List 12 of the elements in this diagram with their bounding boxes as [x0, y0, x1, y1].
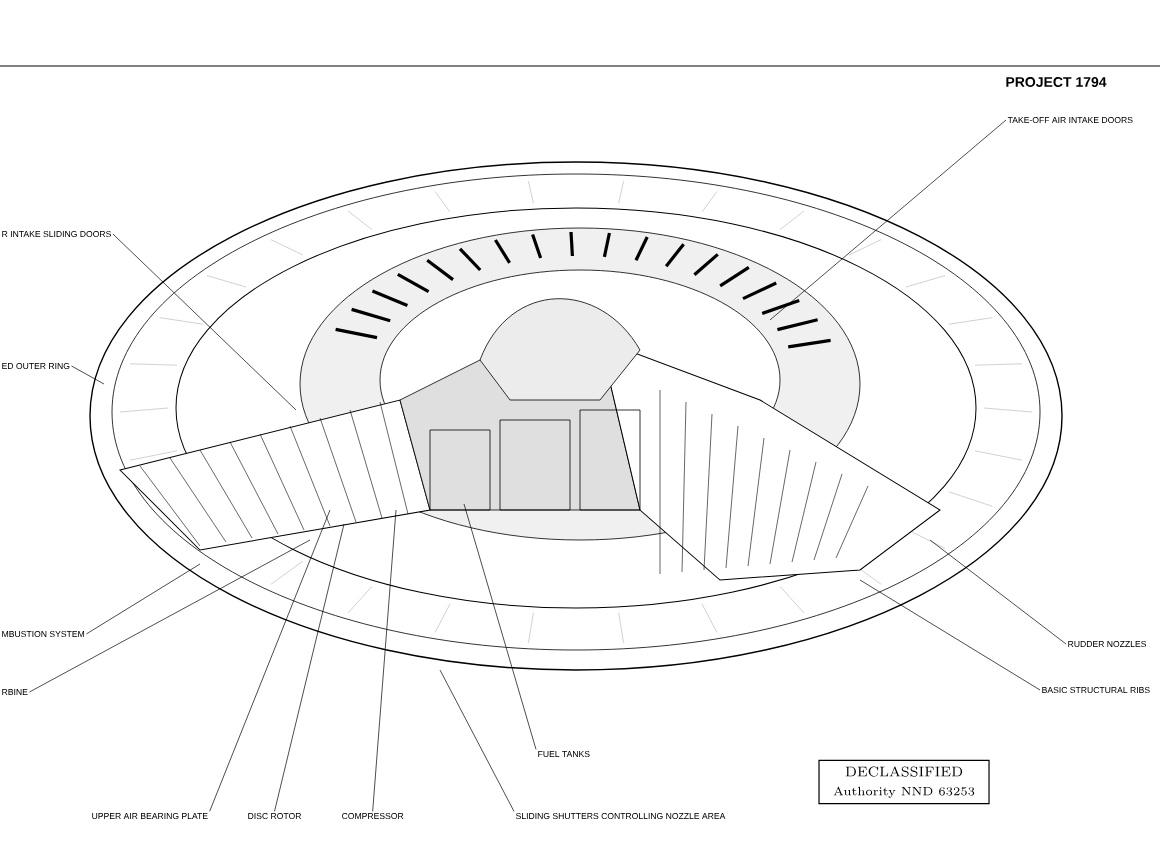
leader-line: [71, 365, 105, 385]
leader-line: [929, 539, 1067, 645]
leader-line: [463, 503, 537, 750]
leader-line: [439, 669, 515, 812]
leader-line: [859, 579, 1041, 691]
leader-line: [86, 563, 201, 635]
leader-line: [209, 509, 331, 812]
leader-line: [372, 509, 397, 812]
leader-line: [112, 233, 297, 411]
leader-line: [769, 119, 1007, 321]
leader-line: [29, 539, 311, 693]
leader-line: [274, 523, 345, 812]
